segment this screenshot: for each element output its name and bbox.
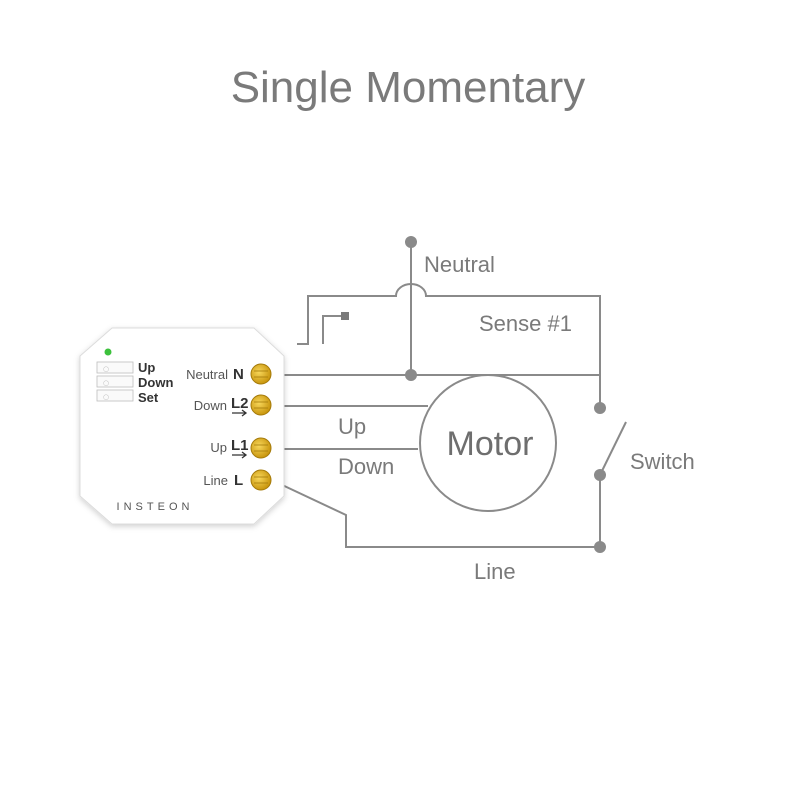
line-label: Line [474,559,516,584]
button-label-set: Set [138,390,159,405]
module-body [79,327,285,525]
terminal-l1 [250,437,272,459]
switch-label: Switch [630,449,695,474]
sense-label: Sense #1 [479,311,572,336]
button-label-down: Down [138,375,173,390]
sense-wire [297,283,601,408]
terminal-symbol-n: N [233,366,244,383]
status-led [104,348,112,356]
line-wire [277,482,600,548]
terminal-symbol-l2: L2 [231,395,249,412]
motor-label: Motor [447,425,534,463]
module-button-up[interactable]: ○ [96,361,134,374]
module-button-set[interactable]: ○ [96,389,134,402]
terminal-name-neutral: Neutral [186,367,228,382]
terminal-name-up: Up [210,440,227,455]
up-label: Up [338,414,366,439]
neutral-label: Neutral [424,252,495,277]
terminal-name-down: Down [194,398,227,413]
module-button-down[interactable]: ○ [96,375,134,388]
switch-lever [599,421,627,476]
motor-circle [419,374,557,512]
diagram-title: Single Momentary [231,63,586,112]
sense-terminal [341,312,349,320]
button-label-up: Up [138,360,155,375]
terminal-name-line: Line [203,473,228,488]
svg-text:○: ○ [103,365,109,373]
sense-tap-wire [322,315,344,344]
terminal-symbol-l: L [234,472,243,489]
terminal-symbol-l1: L1 [231,437,249,454]
l2-arrow-icon [232,409,248,417]
switch-top-contact [594,402,606,414]
insteon-module: ○ ○ ○ Up Down Set Neutral N Down L2 Up L… [79,327,285,525]
line-junction [594,541,606,553]
terminal-l [250,469,272,491]
svg-text:○: ○ [103,379,109,387]
down-label: Down [338,454,394,479]
terminal-l2 [250,394,272,416]
terminal-n [250,363,272,385]
l1-arrow-icon [232,451,248,459]
brand-logo: INSTEON [117,501,194,513]
svg-text:○: ○ [103,393,109,401]
